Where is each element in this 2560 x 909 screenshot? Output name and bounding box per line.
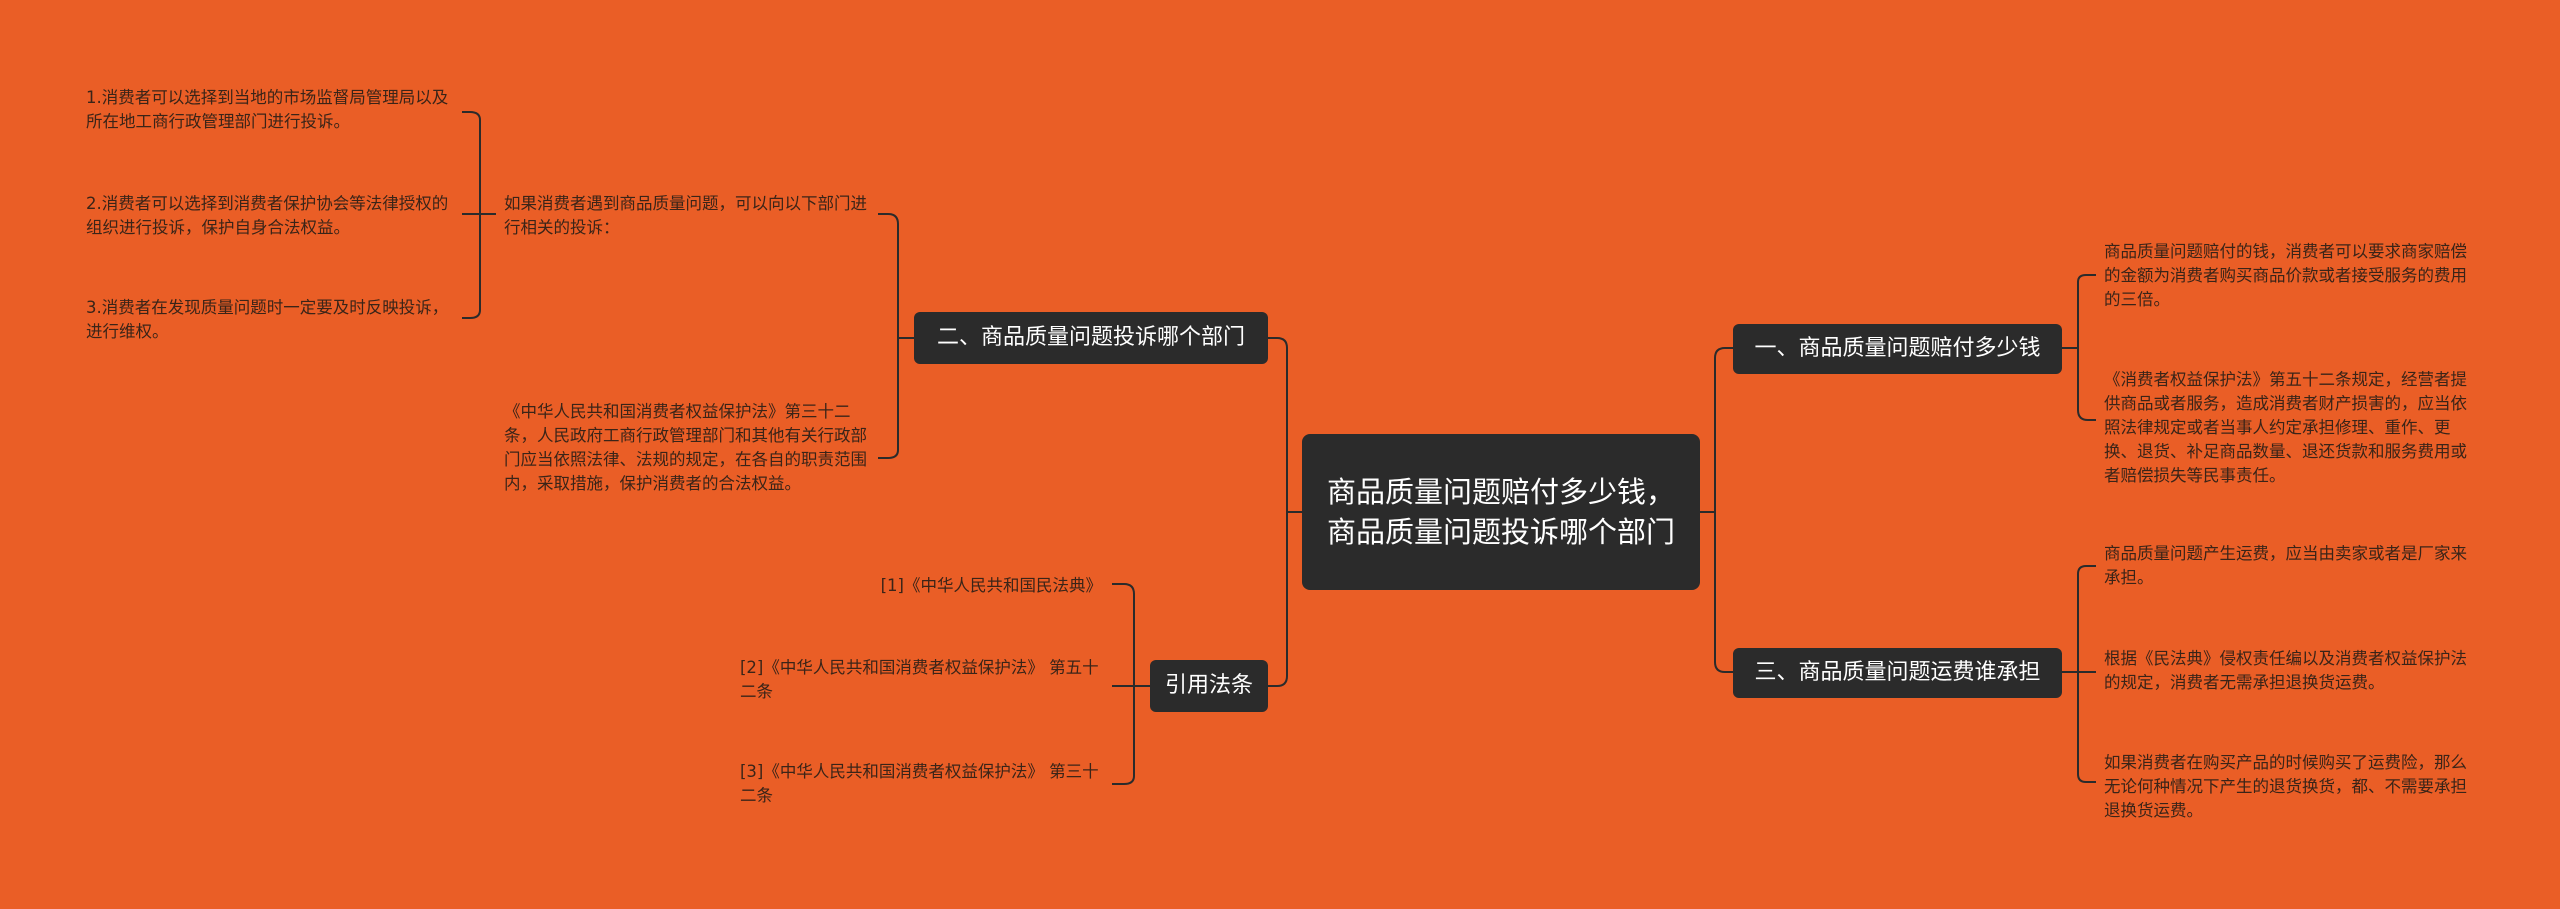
branch-compensation: 一、商品质量问题赔付多少钱	[1733, 324, 2062, 374]
leaf-compensation-1: 商品质量问题赔付的钱，消费者可以要求商家赔偿的金额为消费者购买商品价款或者接受服…	[2104, 242, 2467, 309]
leaf-complaint-law: 《中华人民共和国消费者权益保护法》第三十二条，人民政府工商行政管理部门和其他有关…	[504, 402, 867, 493]
leaf-shipping-1: 商品质量问题产生运费，应当由卖家或者是厂家来承担。	[2104, 544, 2467, 587]
leaf-complaint-intro: 如果消费者遇到商品质量问题，可以向以下部门进行相关的投诉：	[504, 194, 867, 237]
leaf-complaint-option-3: 3.消费者在发现质量问题时一定要及时反映投诉，进行维权。	[86, 298, 449, 341]
root-node: 商品质量问题赔付多少钱，商品质量问题投诉哪个部门	[1302, 434, 1700, 590]
branch-shipping-label: 三、商品质量问题运费谁承担	[1754, 660, 2041, 685]
leaf-reference-2: [2]《中华人民共和国消费者权益保护法》 第五十二条	[740, 658, 1099, 701]
branch-complaint-label: 二、商品质量问题投诉哪个部门	[936, 325, 1245, 350]
leaf-complaint-option-1: 1.消费者可以选择到当地的市场监督局管理局以及所在地工商行政管理部门进行投诉。	[86, 88, 449, 131]
leaf-shipping-3: 如果消费者在购买产品的时候购买了运费险，那么无论何种情况下产生的退货换货，都、不…	[2104, 753, 2467, 820]
leaf-reference-3: [3]《中华人民共和国消费者权益保护法》 第三十二条	[740, 762, 1099, 805]
leaf-complaint-option-2: 2.消费者可以选择到消费者保护协会等法律授权的组织进行投诉，保护自身合法权益。	[86, 194, 449, 237]
leaf-shipping-2: 根据《民法典》侵权责任编以及消费者权益保护法的规定，消费者无需承担退换货运费。	[2104, 649, 2467, 692]
root-title: 商品质量问题赔付多少钱，商品质量问题投诉哪个部门	[1326, 475, 1675, 549]
leaf-reference-1: [1]《中华人民共和国民法典》	[880, 576, 1102, 595]
branch-complaint: 二、商品质量问题投诉哪个部门	[914, 312, 1268, 364]
branch-shipping: 三、商品质量问题运费谁承担	[1733, 648, 2062, 698]
branch-compensation-label: 一、商品质量问题赔付多少钱	[1754, 336, 2041, 361]
leaf-compensation-2: 《消费者权益保护法》第五十二条规定，经营者提供商品或者服务，造成消费者财产损害的…	[2104, 370, 2467, 485]
branch-references-label: 引用法条	[1164, 673, 1253, 698]
branch-references: 引用法条	[1150, 660, 1268, 712]
